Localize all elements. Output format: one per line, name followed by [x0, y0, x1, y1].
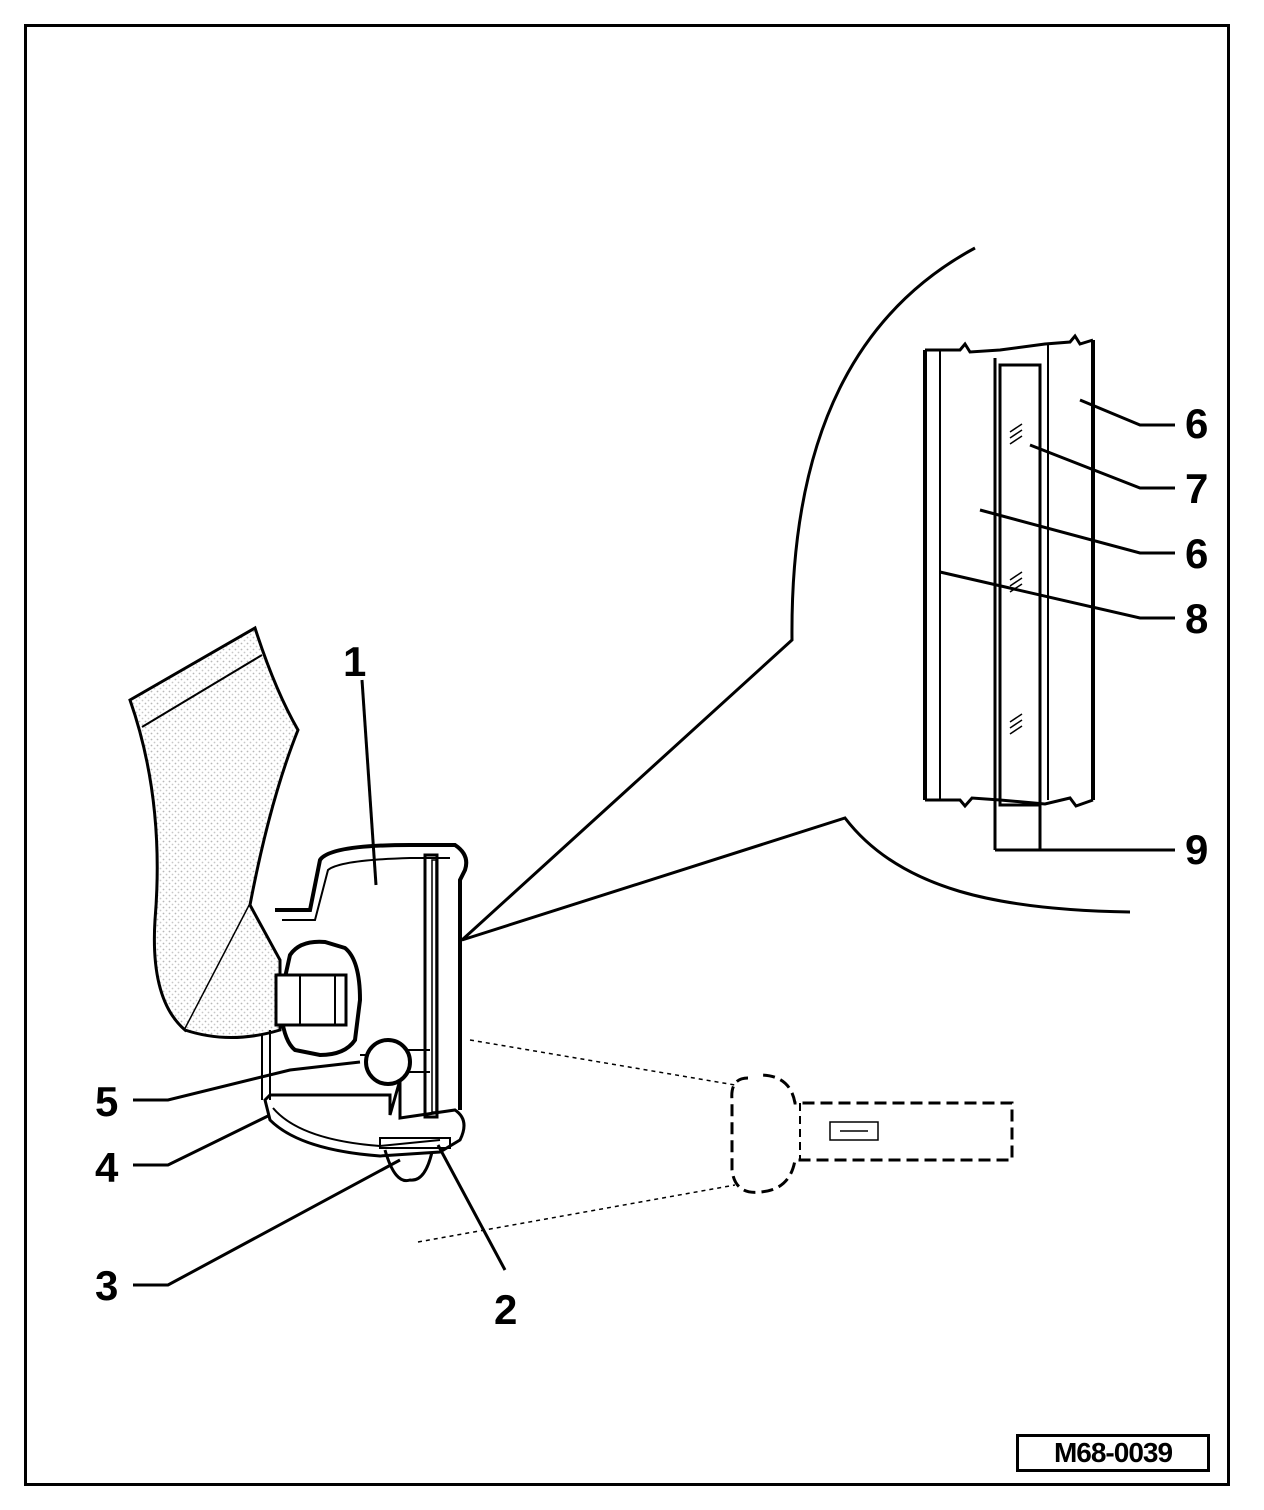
callout-7: 7	[1185, 465, 1208, 512]
callout-8: 8	[1185, 595, 1208, 642]
switch-housing	[261, 843, 469, 1183]
callout-4: 4	[95, 1144, 119, 1191]
leader-lines	[133, 398, 1175, 1287]
screwdriver-ghost	[417, 1039, 1014, 1243]
callout-6-top: 6	[1185, 400, 1208, 447]
clamp	[274, 939, 363, 1058]
callout-6-middle: 6	[1185, 530, 1208, 577]
magnifier-outline	[460, 246, 1131, 942]
callout-2: 2	[494, 1286, 517, 1333]
callout-9: 9	[1185, 826, 1208, 873]
detail-view	[923, 333, 1095, 850]
callout-1: 1	[343, 638, 366, 685]
figure-frame	[24, 24, 1230, 1486]
figure-id-label: M68-0039	[1016, 1434, 1210, 1472]
callout-5: 5	[95, 1078, 118, 1125]
ball-pin	[364, 1038, 412, 1086]
callout-3: 3	[95, 1262, 118, 1309]
